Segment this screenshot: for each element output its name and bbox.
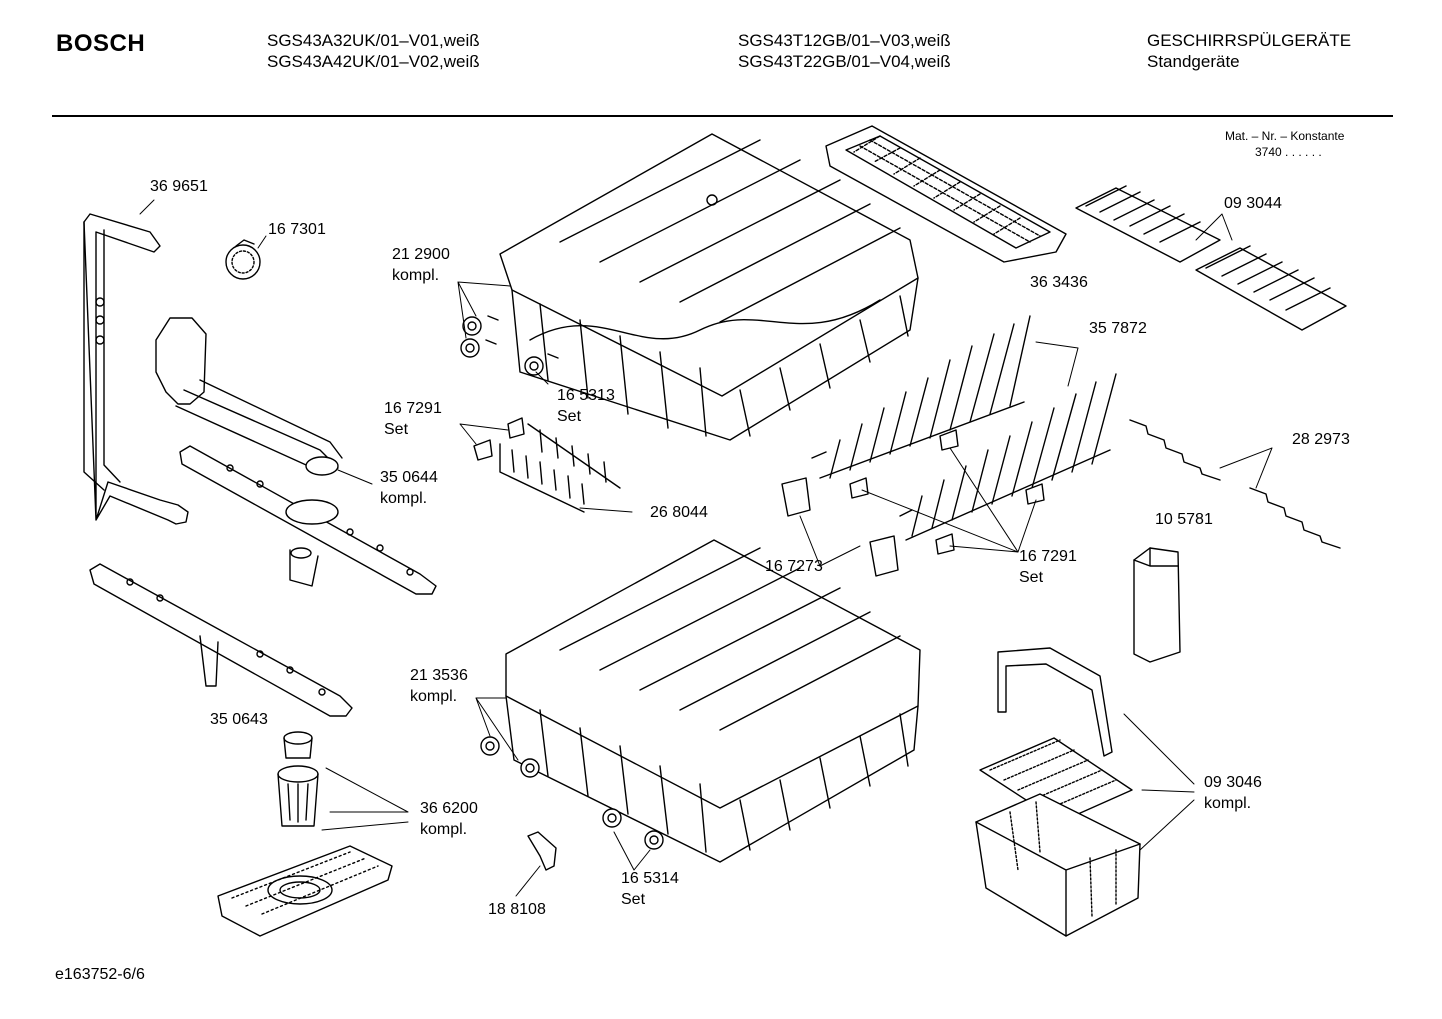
callout-105781: 10 5781	[1155, 509, 1213, 530]
callout-qualifier: Set	[557, 408, 582, 425]
category-title: GESCHIRRSPÜLGERÄTE	[1147, 31, 1352, 50]
callout-part-number: 16 5314	[621, 870, 679, 887]
lower-basket-part	[505, 539, 921, 863]
callout-qualifier: kompl.	[420, 821, 468, 838]
callout-350644: 35 0644 kompl.	[380, 467, 438, 509]
clip-parts	[781, 429, 1045, 577]
callout-part-number: 35 0644	[380, 469, 438, 486]
spray-arm-lower-part	[89, 563, 353, 717]
callout-350643: 35 0643	[210, 709, 268, 730]
callout-369651: 36 9651	[150, 176, 208, 197]
callout-qualifier: kompl.	[380, 490, 428, 507]
callout-qualifier: kompl.	[410, 688, 458, 705]
cup-rack-part	[1075, 185, 1347, 331]
brand-logo: BOSCH	[56, 30, 146, 57]
callout-part-number: 16 7291	[384, 400, 442, 417]
callout-part-number: 16 5313	[557, 387, 615, 404]
callout-part-number: 35 7872	[1089, 320, 1147, 337]
callout-part-number: 16 7273	[765, 558, 823, 575]
model-line: SGS43T22GB/01–V04,weiß	[738, 52, 951, 71]
callout-part-number: 21 2900	[392, 246, 450, 263]
constant-value: 3740 . . . . . .	[1255, 145, 1322, 159]
cutlery-basket-part	[975, 647, 1141, 937]
callout-part-number: 10 5781	[1155, 511, 1213, 528]
callout-366200: 36 6200 kompl.	[420, 798, 478, 840]
callout-part-number: 35 0643	[210, 711, 268, 728]
constant-label: Mat. – Nr. – Konstante	[1225, 129, 1345, 143]
cutlery-tray-part	[825, 125, 1067, 263]
filter-part	[217, 731, 393, 937]
category-heading: GESCHIRRSPÜLGERÄTE Standgeräte	[1147, 30, 1351, 72]
callout-qualifier: Set	[1019, 569, 1044, 586]
cutlery-holder-part	[1133, 547, 1181, 663]
callout-qualifier: kompl.	[1204, 795, 1252, 812]
callout-167301: 16 7301	[268, 219, 326, 240]
lower-rollers-part	[480, 736, 664, 850]
callout-qualifier: Set	[384, 421, 409, 438]
model-line: SGS43A42UK/01–V02,weiß	[267, 52, 480, 71]
callout-363436: 36 3436	[1030, 272, 1088, 293]
feed-pipe-part	[83, 213, 189, 525]
model-line: SGS43A32UK/01–V01,weiß	[267, 31, 480, 50]
callout-part-number: 21 3536	[410, 667, 468, 684]
leader-lines	[139, 199, 1273, 897]
small-tine-rack-part	[473, 417, 621, 513]
callout-282973: 28 2973	[1292, 429, 1350, 450]
callout-167273: 16 7273	[765, 556, 823, 577]
callout-213536: 21 3536 kompl.	[410, 665, 468, 707]
callout-188108: 18 8108	[488, 899, 546, 920]
callout-part-number: 09 3046	[1204, 774, 1262, 791]
callout-part-number: 36 6200	[420, 800, 478, 817]
upper-spray-feed-part	[155, 317, 343, 476]
category-subtitle: Standgeräte	[1147, 52, 1240, 71]
callout-part-number: 28 2973	[1292, 431, 1350, 448]
upper-basket-part	[499, 133, 919, 441]
callout-357872: 35 7872	[1089, 318, 1147, 339]
callout-qualifier: Set	[621, 891, 646, 908]
header-divider	[52, 115, 1393, 117]
model-line: SGS43T12GB/01–V03,weiß	[738, 31, 951, 50]
callout-part-number: 36 9651	[150, 178, 208, 195]
callout-part-number: 16 7291	[1019, 548, 1077, 565]
callout-part-number: 18 8108	[488, 901, 546, 918]
upper-rollers-part	[460, 315, 559, 376]
model-list-2: SGS43T12GB/01–V03,weiß SGS43T22GB/01–V04…	[738, 30, 951, 72]
nozzle-part	[225, 239, 261, 280]
callout-093044: 09 3044	[1224, 193, 1282, 214]
callout-093046: 09 3046 kompl.	[1204, 772, 1262, 814]
step-rack-part	[1129, 419, 1341, 549]
callout-part-number: 36 3436	[1030, 274, 1088, 291]
callout-212900: 21 2900 kompl.	[392, 244, 450, 286]
spray-arm-upper-part	[179, 445, 437, 595]
diagram-code: e163752-6/6	[55, 966, 145, 983]
tine-row-part	[811, 315, 1117, 541]
small-bracket-part	[527, 831, 557, 871]
callout-qualifier: kompl.	[392, 267, 440, 284]
callout-268044: 26 8044	[650, 502, 708, 523]
model-list-1: SGS43A32UK/01–V01,weiß SGS43A42UK/01–V02…	[267, 30, 480, 72]
callout-part-number: 16 7301	[268, 221, 326, 238]
callout-part-number: 09 3044	[1224, 195, 1282, 212]
callout-part-number: 26 8044	[650, 504, 708, 521]
